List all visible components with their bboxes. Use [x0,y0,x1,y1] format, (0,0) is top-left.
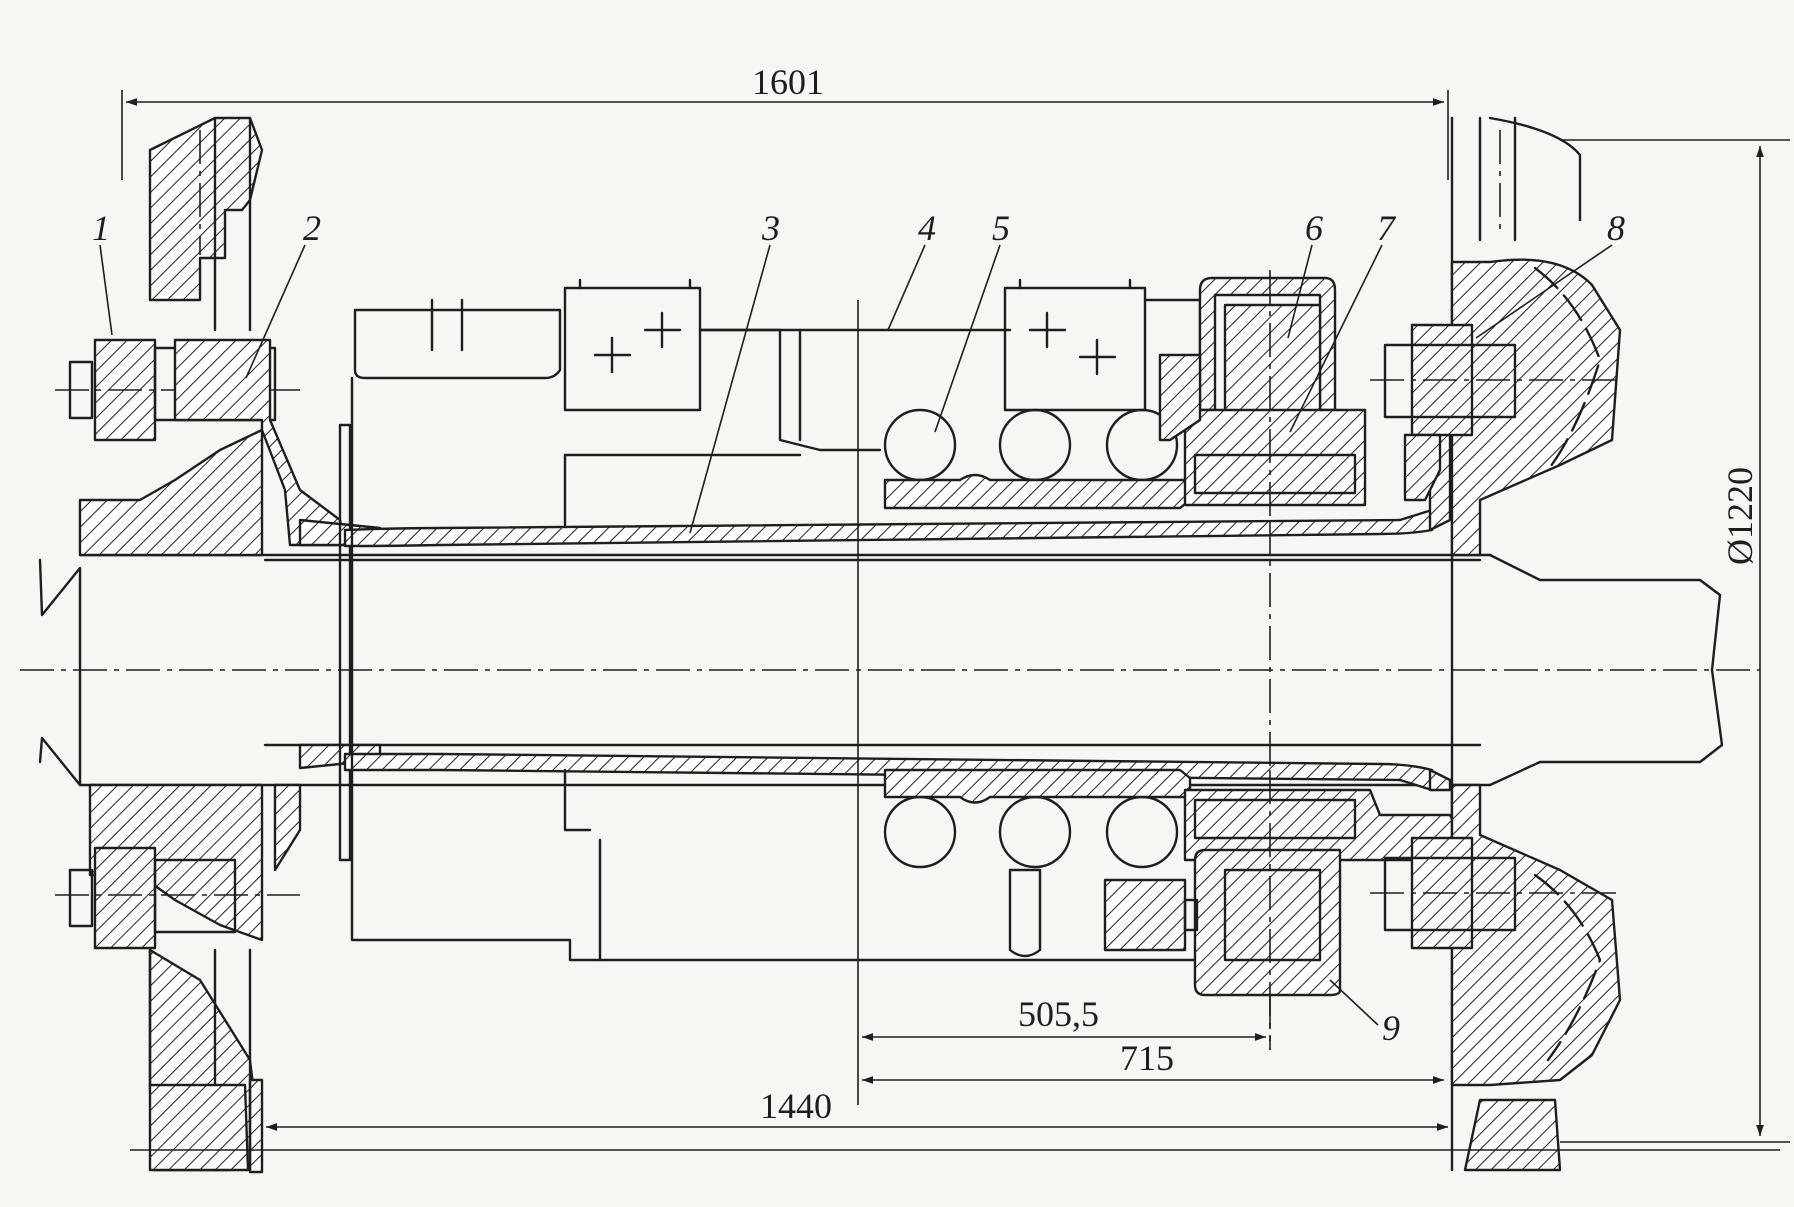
dimension-label-1601: 1601 [752,62,824,102]
callout-4: 4 [887,208,936,331]
dimension-gear-offset: 715 [862,1038,1444,1084]
dimension-track-gauge: 1440 [261,1086,1453,1160]
dimension-label-1440: 1440 [760,1086,832,1126]
svg-text:7: 7 [1377,208,1397,248]
axle [20,553,1760,787]
callout-6: 6 [1287,208,1323,339]
callout-2: 2 [245,208,321,379]
traction-motor [350,278,1202,962]
rollers-upper [883,408,1192,510]
left-bolt-lower [55,846,300,950]
svg-text:5: 5 [992,208,1010,248]
gear-unit-upper [1158,270,1367,520]
callout-3: 3 [689,208,780,534]
right-bolt-lower [1370,836,1620,950]
dimension-overall-width: 1601 [121,62,1449,180]
gear-unit-lower [1103,770,1462,1040]
dimension-wheel-diameter: Ø1220 [1560,139,1790,1143]
svg-text:8: 8 [1607,208,1625,248]
dimension-label-715: 715 [1120,1038,1174,1078]
callout-9: 9 [1329,979,1400,1048]
dimension-label-505-5: 505,5 [1018,994,1099,1034]
callout-5: 5 [934,208,1010,433]
dimension-label-1220: Ø1220 [1720,467,1760,565]
svg-text:3: 3 [761,208,780,248]
right-wheel [1450,116,1622,1172]
svg-text:4: 4 [918,208,936,248]
svg-text:1: 1 [92,208,110,248]
callout-8: 8 [1475,208,1625,339]
rollers-lower [883,768,1192,869]
callout-1: 1 [92,208,113,336]
callout-7: 7 [1289,208,1397,433]
right-bolt-upper [1370,323,1620,502]
svg-text:9: 9 [1382,1008,1400,1048]
left-wheel [78,116,264,1174]
svg-text:2: 2 [303,208,321,248]
left-bolt-upper [55,338,300,442]
dimension-gear-center: 505,5 [862,994,1271,1050]
svg-text:6: 6 [1305,208,1323,248]
